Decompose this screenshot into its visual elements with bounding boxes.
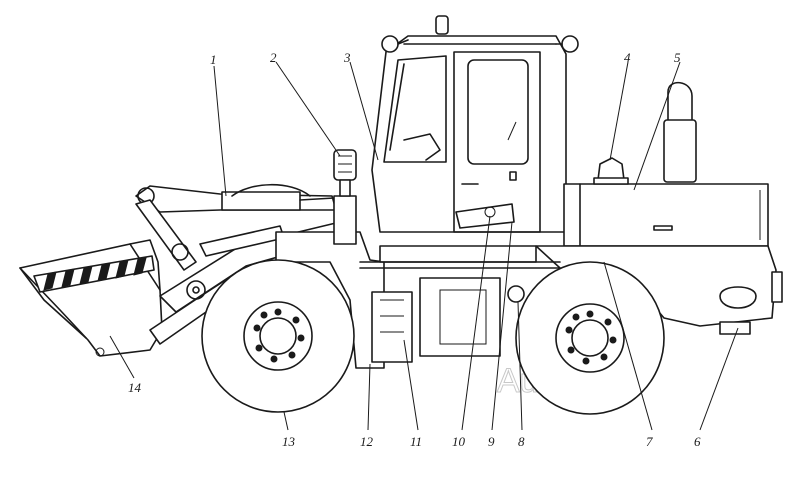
callout-6: 6	[694, 434, 701, 449]
callout-11: 11	[410, 434, 422, 449]
callout-4: 4	[624, 50, 631, 65]
callout-14: 14	[128, 380, 142, 395]
callout-5: 5	[674, 50, 681, 65]
front-frame	[275, 149, 385, 369]
operator-cab	[371, 15, 579, 233]
callout-8: 8	[518, 434, 525, 449]
callout-13: 13	[282, 434, 296, 449]
rear-wheel	[515, 261, 665, 415]
callout-2: 2	[270, 50, 277, 65]
callout-10: 10	[452, 434, 466, 449]
bucket	[19, 239, 163, 357]
front-wheel	[201, 259, 355, 413]
callout-7: 7	[646, 434, 653, 449]
callout-3: 3	[343, 50, 351, 65]
engine-hood	[563, 81, 769, 247]
tilt-cylinder	[221, 183, 335, 211]
callout-1: 1	[210, 52, 217, 67]
leader-lines	[109, 61, 739, 431]
callout-labels: 1 2 3 4 5 6 7 8 9 10 11 12 13 14	[128, 50, 701, 449]
callout-12: 12	[360, 434, 374, 449]
callout-9: 9	[488, 434, 495, 449]
